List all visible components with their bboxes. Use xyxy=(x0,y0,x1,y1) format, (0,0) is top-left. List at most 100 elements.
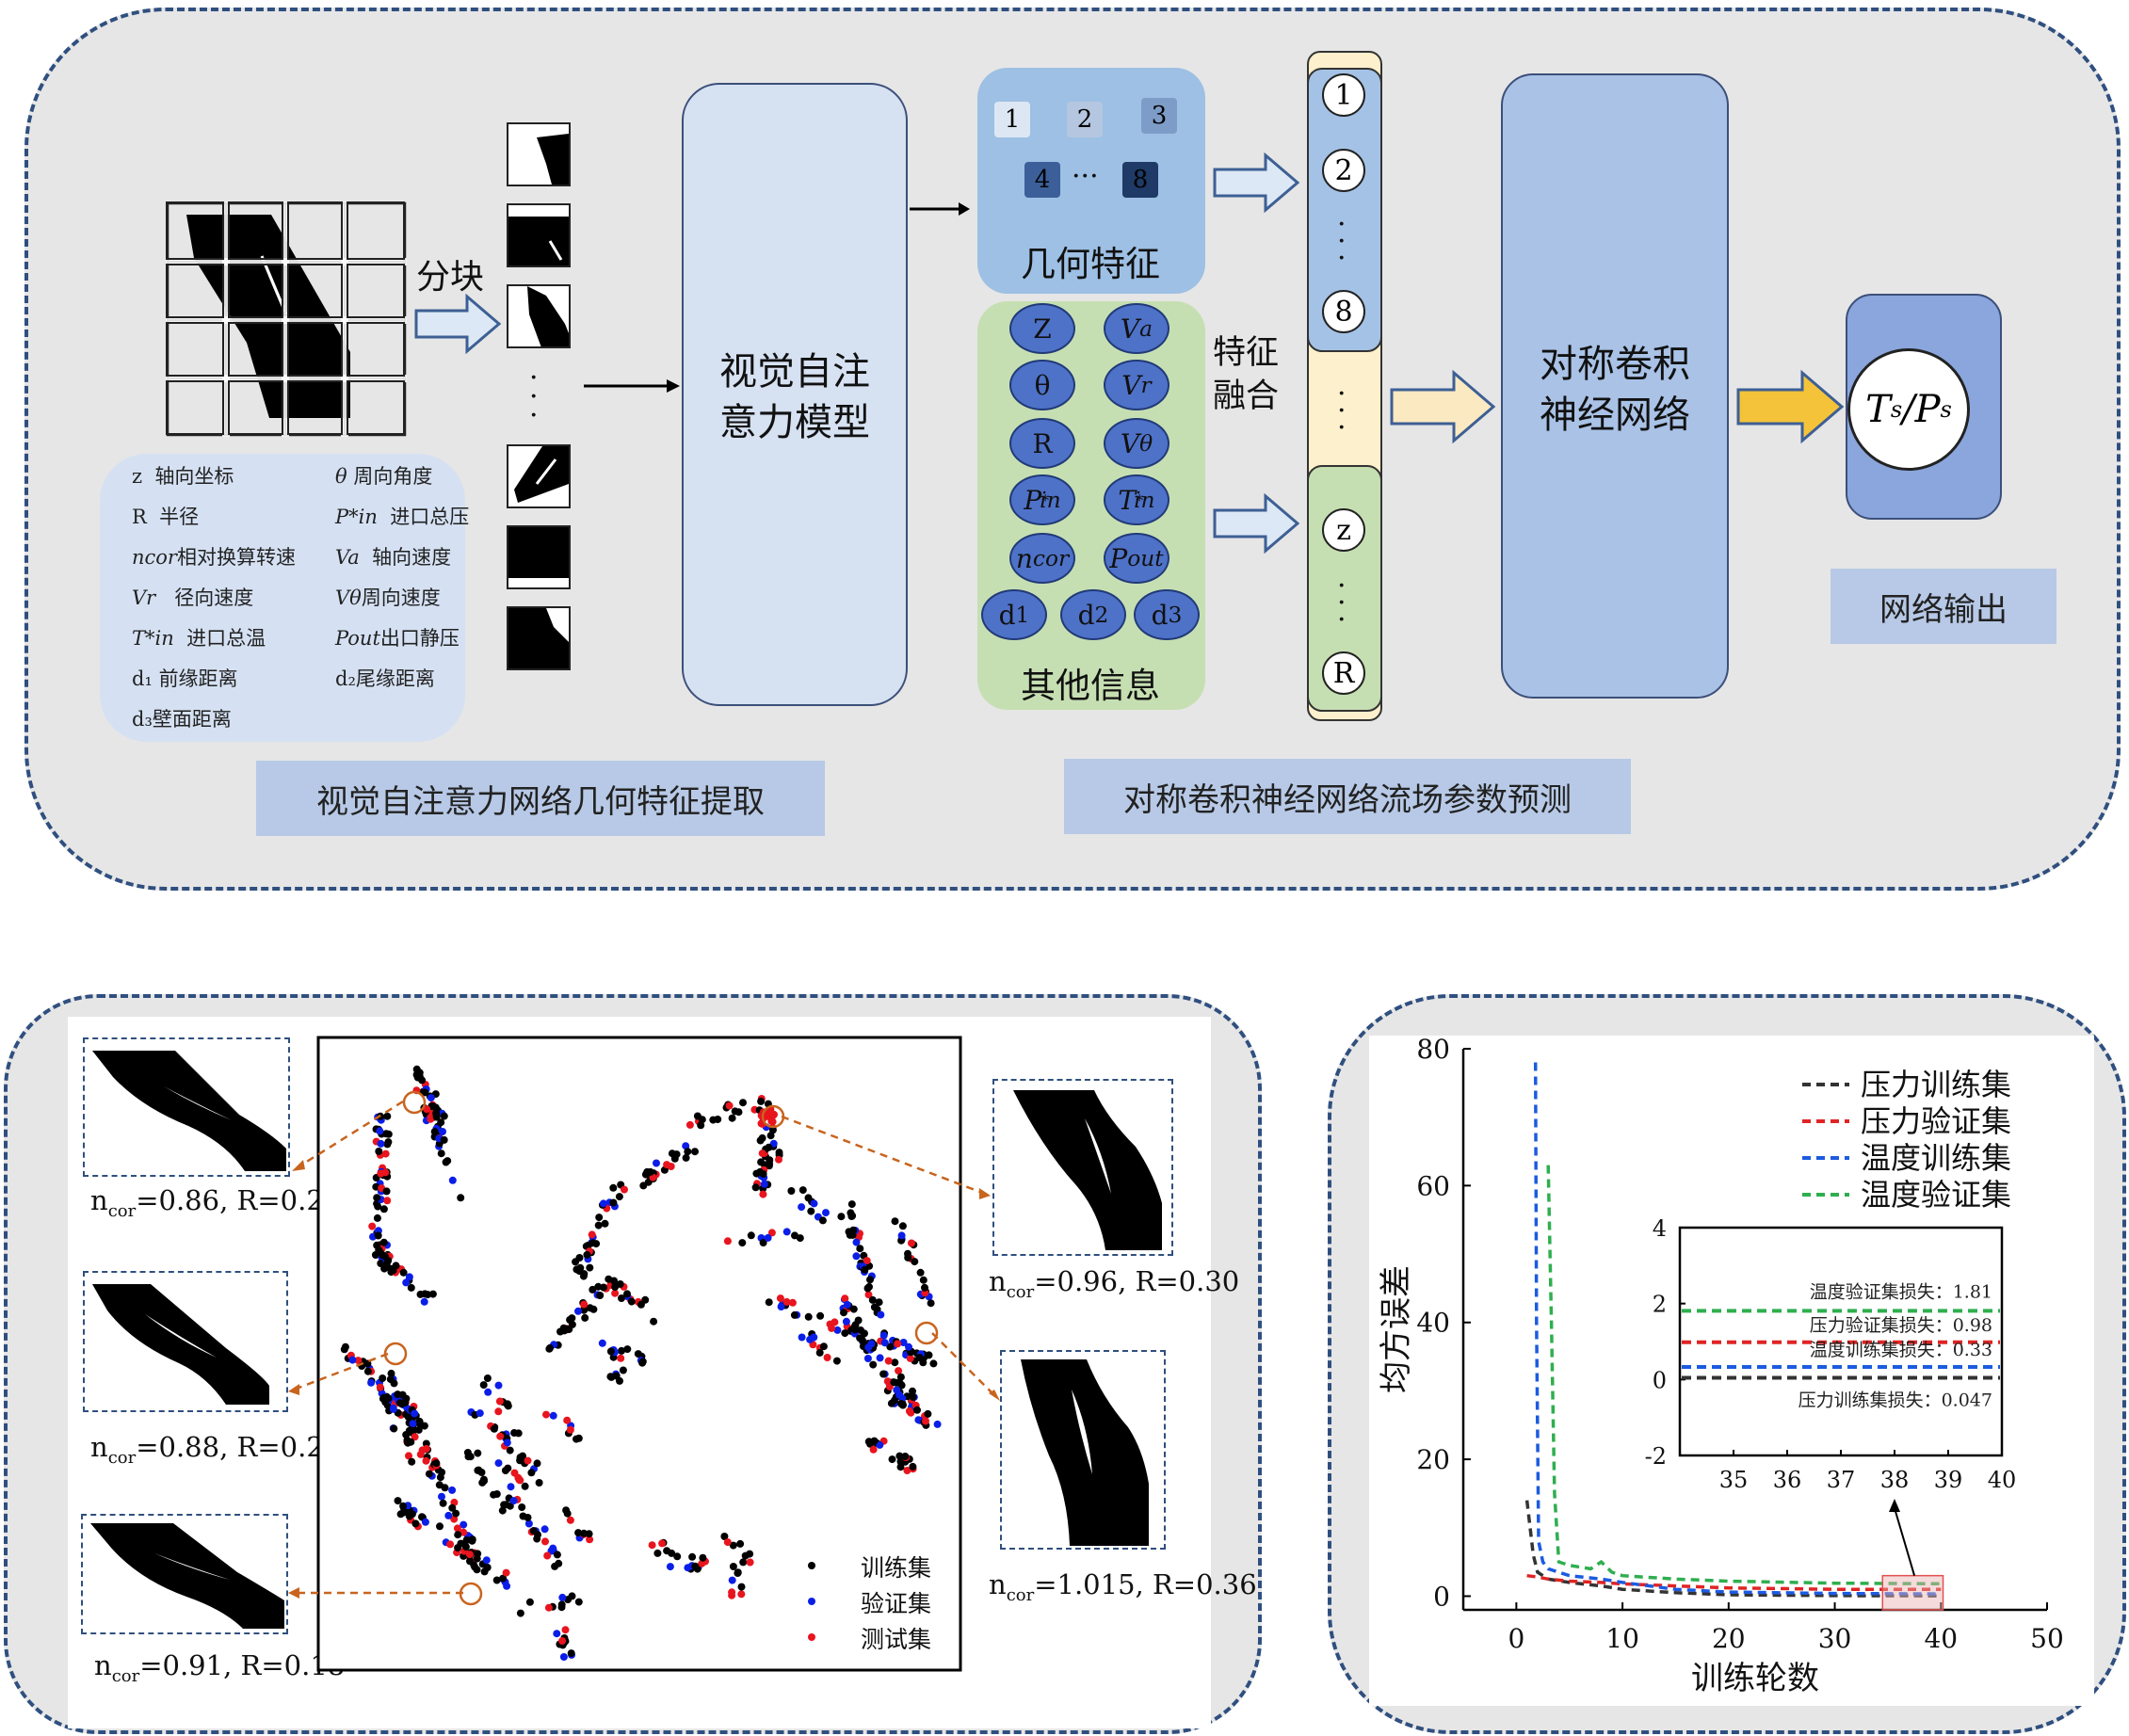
scatter-point xyxy=(898,1401,907,1409)
scatter-point xyxy=(492,1576,501,1584)
scatter-point xyxy=(506,1502,514,1510)
vit-model-label: 视觉自注意力模型 xyxy=(719,350,870,444)
param-ncor: ncor相对换算转速 xyxy=(132,546,296,569)
scatter-point xyxy=(427,1094,435,1102)
scatter-point xyxy=(558,1593,567,1601)
scatter-point xyxy=(586,1535,594,1544)
scatter-point xyxy=(553,1630,561,1638)
y-axis-label: 均方误差 xyxy=(1378,1265,1415,1393)
token-Z: Z xyxy=(1009,303,1075,354)
scatter-point xyxy=(737,1590,746,1599)
scatter-point xyxy=(685,1120,694,1129)
scatter-point xyxy=(438,1492,445,1501)
scatter-point xyxy=(896,1373,905,1381)
scatter-point xyxy=(758,1133,766,1142)
scatter-point xyxy=(553,1551,561,1559)
geo-token-2: 2 xyxy=(1067,102,1103,137)
scatter-point xyxy=(734,1569,742,1577)
scatter-point xyxy=(861,1329,868,1338)
series-line xyxy=(1524,1500,1942,1598)
inset-annotation: 压力训练集损失：0.047 xyxy=(1798,1390,1992,1410)
split-arrow xyxy=(414,294,501,354)
patch-tile-3 xyxy=(507,284,571,348)
geo-token-1: 1 xyxy=(994,102,1030,137)
scatter-point xyxy=(728,1588,736,1597)
scatter-point xyxy=(906,1354,914,1362)
scatter-point xyxy=(407,1283,415,1292)
scatter-point xyxy=(421,1088,429,1097)
scatter-point xyxy=(725,1101,734,1110)
scatter-point xyxy=(895,1367,903,1375)
scatter-point xyxy=(611,1289,620,1297)
scatter-point xyxy=(465,1551,474,1559)
scatter-point xyxy=(516,1454,524,1462)
scatter-point xyxy=(851,1326,860,1334)
scatter-point xyxy=(601,1219,609,1228)
scatter-point xyxy=(575,1267,584,1276)
scatter-point xyxy=(921,1283,928,1292)
scatter-point xyxy=(448,1486,457,1494)
patch-tile-4 xyxy=(507,444,571,508)
scatter-point xyxy=(381,1398,390,1406)
x-tick-label: 10 xyxy=(1605,1623,1639,1654)
param-Pin: P*in 进口总压 xyxy=(335,506,470,528)
geo-token-4: 4 xyxy=(1024,162,1060,198)
scatter-point xyxy=(580,1529,589,1537)
scatter-point xyxy=(422,1456,430,1465)
scatter-point xyxy=(759,1170,767,1178)
param-R: R 半径 xyxy=(132,506,200,528)
scatter-point xyxy=(588,1230,596,1239)
scatter-point xyxy=(454,1544,462,1552)
series-line xyxy=(1546,1165,1942,1586)
scatter-point xyxy=(919,1276,927,1284)
scatter-point xyxy=(897,1381,906,1390)
scatter-point xyxy=(765,1162,773,1170)
scatter-point xyxy=(558,1637,567,1645)
scatter-point xyxy=(565,1326,573,1333)
vit-to-geo-arrow xyxy=(910,202,970,216)
scatter-point xyxy=(922,1417,929,1425)
scatter-point xyxy=(374,1202,382,1211)
scatter-point xyxy=(422,1444,430,1453)
scatter-point xyxy=(438,1468,446,1476)
scatter-point xyxy=(354,1357,363,1365)
scatter-point xyxy=(592,1240,601,1248)
inset-x-tick: 40 xyxy=(1988,1467,2017,1493)
scatter-point xyxy=(389,1266,397,1275)
scatter-point xyxy=(529,1527,538,1535)
scatter-point xyxy=(720,1533,729,1540)
scatter-point xyxy=(876,1440,884,1449)
caption-5: ncor=1.015, R=0.36 xyxy=(989,1568,1257,1605)
scatter-point xyxy=(909,1462,917,1471)
token-R: R xyxy=(1009,418,1075,469)
scatter-point xyxy=(409,1420,417,1428)
scatter-point xyxy=(389,1405,397,1413)
scatter-point xyxy=(738,1239,747,1247)
scatter-point xyxy=(430,1128,439,1136)
scatter-point xyxy=(913,1406,921,1414)
scatter-point xyxy=(412,1065,421,1073)
scatter-point xyxy=(596,1292,605,1299)
scatter-point xyxy=(688,1552,697,1561)
scatter-point xyxy=(819,1342,828,1351)
series-line xyxy=(1526,1573,1942,1592)
scatter-point xyxy=(504,1402,512,1410)
scatter-point xyxy=(495,1397,504,1406)
scatter-point xyxy=(373,1241,381,1249)
scatter-point xyxy=(757,1158,766,1166)
vector-mid-dots: ··· xyxy=(1337,378,1347,444)
scatter-point xyxy=(363,1367,372,1375)
scatter-point xyxy=(852,1252,861,1261)
scatter-point xyxy=(581,1313,589,1322)
param-list-box xyxy=(100,454,465,742)
scatter-point xyxy=(567,1649,575,1658)
scatter-point xyxy=(728,1114,736,1122)
scatter-point xyxy=(916,1268,925,1277)
scatter-point xyxy=(439,1499,447,1507)
scatter-point xyxy=(559,1653,568,1661)
scatter-point xyxy=(533,1535,541,1543)
scatter-point xyxy=(574,1529,583,1537)
scatter-point xyxy=(927,1299,935,1308)
